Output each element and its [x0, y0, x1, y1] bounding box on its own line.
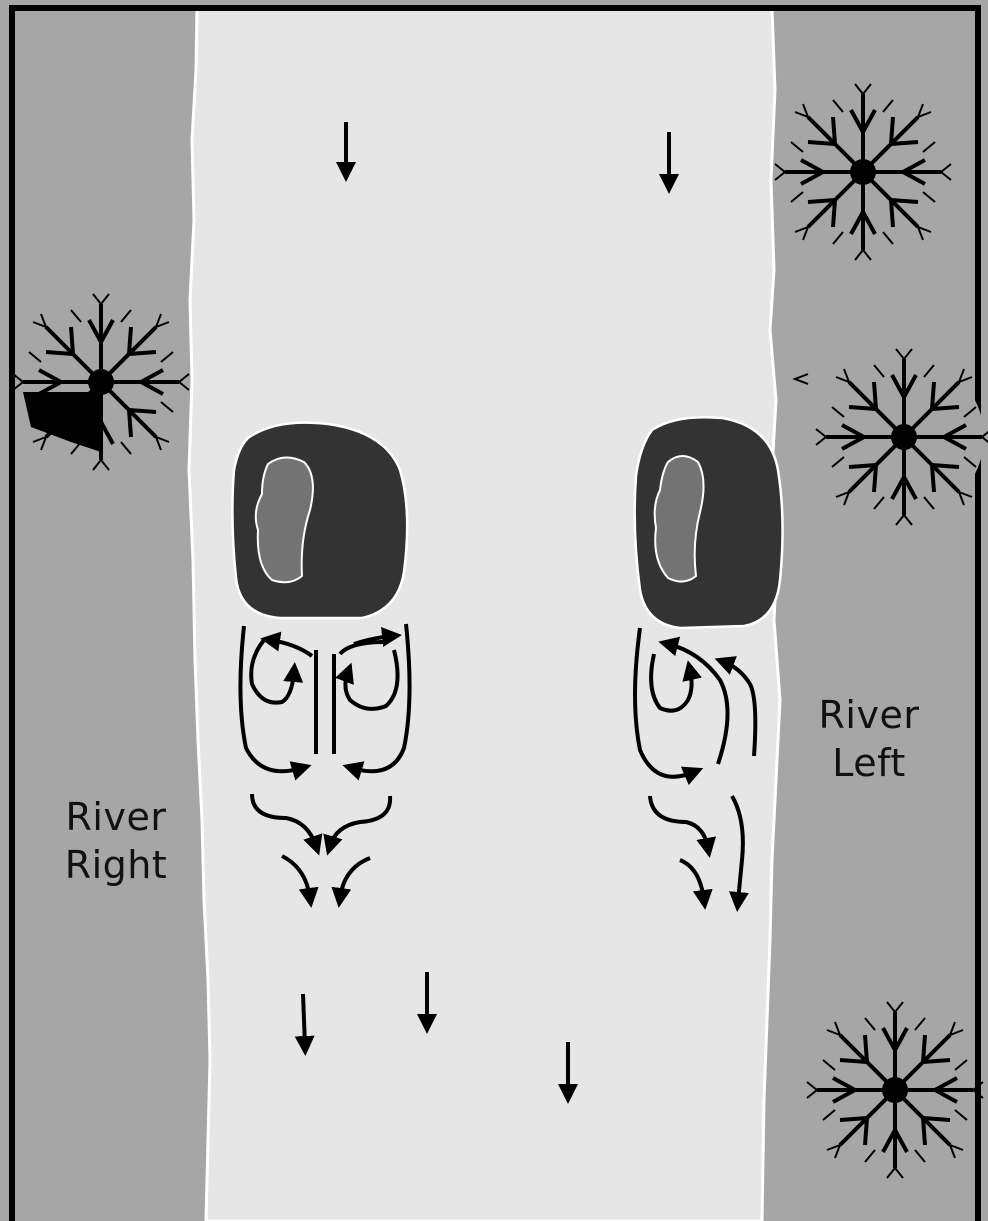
down-arrow-icon	[303, 994, 305, 1046]
river-right-label: Right	[65, 843, 168, 887]
rock-icon	[635, 417, 783, 628]
river-right-label: River	[66, 795, 167, 839]
rock-icon	[232, 423, 407, 618]
river-left-label: River	[819, 693, 920, 737]
river-left-label: Left	[832, 741, 906, 785]
